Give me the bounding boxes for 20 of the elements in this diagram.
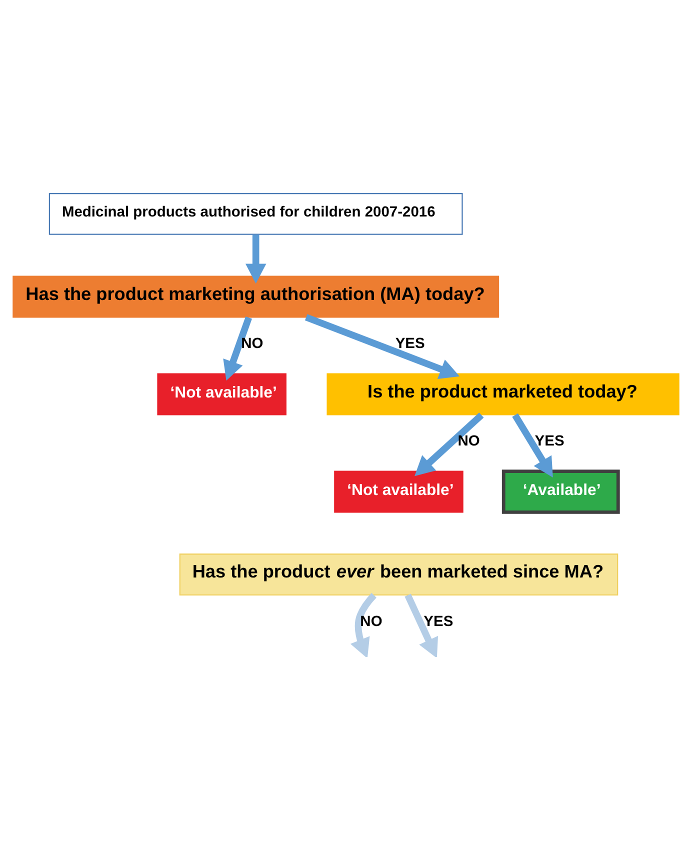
arrow (404, 593, 438, 656)
node-box: ‘Not available’ (334, 470, 464, 512)
node-box: Medicinal products authorised for children 2007-2016 (48, 192, 463, 234)
edge-label: NO (360, 614, 382, 630)
edge-label: NO (458, 433, 480, 450)
node-box: Has the product marketing authorisation (MA) today? (12, 275, 500, 318)
arrow (245, 234, 266, 284)
edge-label: YES (424, 614, 454, 630)
arrow (512, 412, 553, 477)
arrow (223, 316, 252, 380)
arrow (304, 314, 460, 378)
arrow (414, 412, 484, 476)
arrow (350, 592, 376, 656)
edge-label: NO (241, 336, 264, 352)
node-box: Is the product marketed today? (326, 372, 680, 415)
edge-label: YES (395, 336, 425, 352)
node-box: Has the product ever been marketed since MA? (179, 553, 618, 596)
node-box: ‘Not available’ (157, 372, 286, 415)
edge-label: YES (534, 433, 564, 450)
node-box: ‘Available’ (502, 469, 620, 514)
